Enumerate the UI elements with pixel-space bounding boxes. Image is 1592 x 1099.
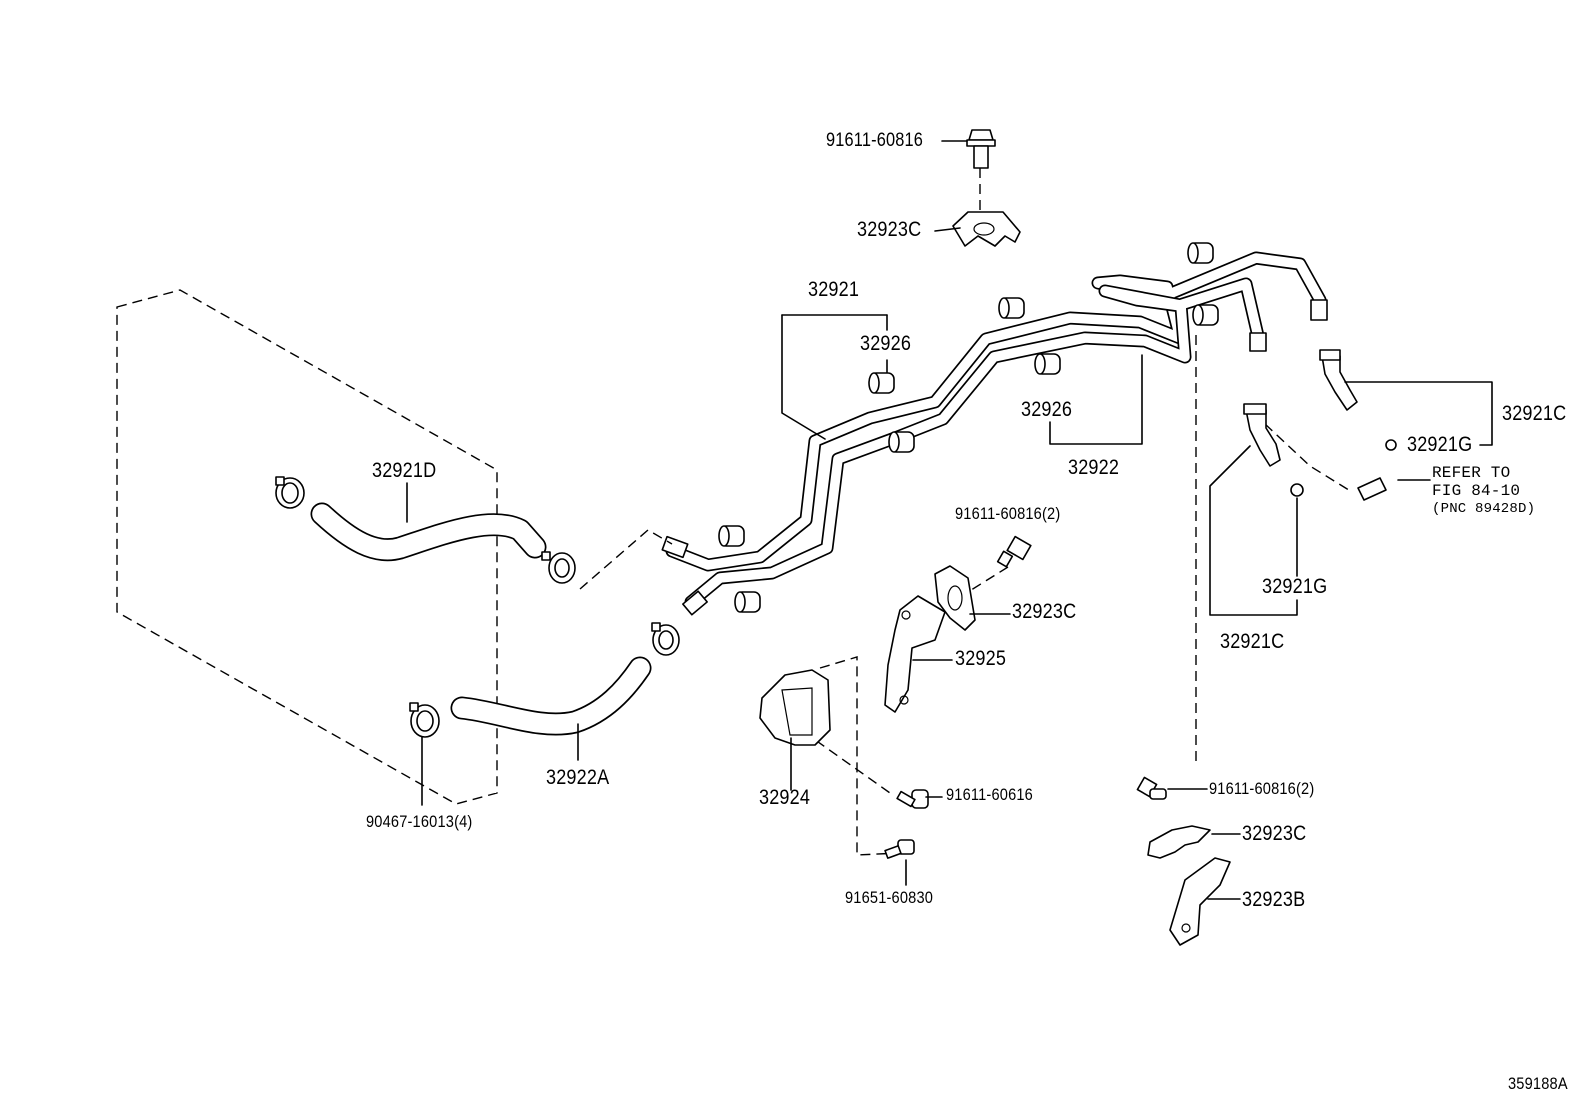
label-refer-line2: FIG 84-10 [1432, 482, 1521, 500]
label-tube-main: 32921 [808, 278, 860, 301]
clamp-mid [934, 565, 976, 631]
bolt-mid [996, 535, 1032, 568]
label-bracket-right: 32923B [1242, 888, 1306, 911]
bracket-32925 [884, 595, 946, 713]
label-refer-line3: (PNC 89428D) [1432, 501, 1536, 517]
label-bolt-top: 91611-60816 [826, 130, 924, 151]
label-hose-lower: 32922A [546, 766, 610, 789]
tube-32921 [665, 251, 1327, 572]
orings [1290, 439, 1397, 497]
label-fitting-center: 32921C [1220, 630, 1285, 653]
bolt-616 [896, 789, 929, 809]
label-clamp-top: 32923C [857, 218, 922, 241]
label-bolt-616: 91611-60616 [946, 785, 1033, 804]
label-tube-second: 32922 [1068, 456, 1120, 479]
clamp-top [952, 211, 1021, 247]
label-bolt-830: 91651-60830 [845, 888, 934, 907]
label-bracket-low: 32924 [759, 786, 811, 809]
label-oring-center: 32921G [1262, 575, 1328, 598]
label-oring-right: 32921G [1407, 433, 1473, 456]
label-bolt-right: 91611-60816(2) [1209, 779, 1315, 798]
label-fitting-right: 32921C [1502, 402, 1567, 425]
hose-clips [275, 476, 680, 738]
label-grommet-mid: 32926 [1021, 398, 1073, 421]
label-grommet-upper: 32926 [860, 332, 912, 355]
grommets [718, 242, 1219, 613]
hose-32922A [450, 656, 652, 736]
figure-id: 359188A [1508, 1074, 1568, 1093]
fitting-right [1319, 349, 1358, 411]
cooler-outline [116, 289, 498, 805]
tube-32922 [684, 277, 1265, 609]
label-refer-line1: REFER TO [1432, 464, 1511, 482]
label-clamp-right: 32923C [1242, 822, 1307, 845]
bolt-830 [884, 839, 915, 859]
label-bolt-mid: 91611-60816(2) [955, 504, 1061, 523]
hose-32921D [310, 502, 547, 562]
label-bracket-mid: 32925 [955, 647, 1007, 670]
connector-refer [1357, 477, 1387, 501]
leader-lines [406, 140, 1493, 900]
clamp-right [1147, 825, 1211, 859]
bolt-right [1136, 776, 1167, 800]
bracket-32923B [1169, 857, 1231, 946]
bracket-32924 [759, 669, 831, 746]
fitting-center [1243, 403, 1281, 467]
bolt-top [966, 129, 996, 169]
label-clamp-mid: 32923C [1012, 600, 1077, 623]
label-hose-upper: 32921D [372, 459, 437, 482]
label-clip-hose: 90467-16013(4) [366, 812, 473, 831]
